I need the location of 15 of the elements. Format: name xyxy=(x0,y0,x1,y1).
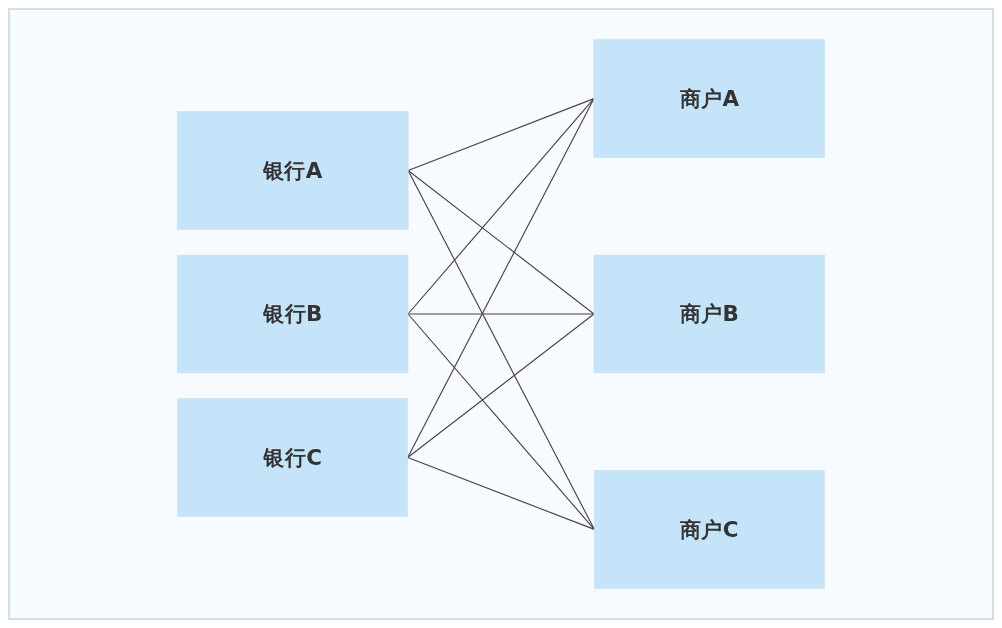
connector xyxy=(407,169,595,315)
node-box: 商户C xyxy=(593,470,825,589)
node-box: 银行C xyxy=(177,398,409,517)
connector xyxy=(407,169,595,530)
connector xyxy=(407,313,595,530)
connector xyxy=(407,98,595,171)
connector xyxy=(407,98,595,315)
connector xyxy=(407,98,595,459)
node-box: 商户A xyxy=(593,39,826,158)
node-box: 商户B xyxy=(593,254,825,374)
node-box: 银行B xyxy=(177,254,409,374)
connector xyxy=(407,457,595,530)
node-box: 银行A xyxy=(176,111,409,230)
connector xyxy=(407,313,595,315)
connector xyxy=(407,313,595,459)
